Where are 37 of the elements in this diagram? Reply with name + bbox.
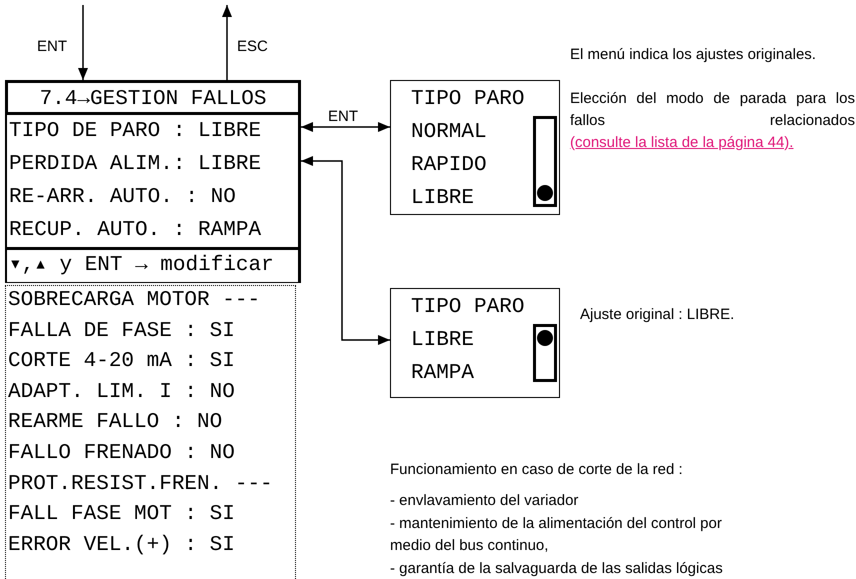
option-text: NORMAL [411, 120, 487, 146]
menu-row-text: REARME FALLO : NO [8, 410, 222, 436]
menu-row: TIPO DE PARO : LIBRE [5, 115, 301, 148]
arrow [301, 122, 390, 132]
note-text: Funcionamiento en caso de corte de la red : [390, 460, 684, 480]
menu-row-text: PROT.RESIST.FREN. --- [8, 472, 273, 498]
description-text: Elección del modo de parada para los fallos relacionados (consulte la lista de la página 44). [570, 89, 855, 153]
menu-row: PERDIDA ALIM.: LIBRE [5, 148, 301, 181]
option-text: LIBRE [411, 328, 474, 354]
arrow [222, 5, 232, 80]
note-text: - garantía de la salvaguarda de las salidas lógicas [390, 559, 724, 579]
note-text: - mantenimiento de la alimentación del control por medio del bus continuo, [390, 514, 723, 556]
popup-heading: TIPO PARO [411, 87, 524, 113]
note-text: El menú indica los ajustes originales. [570, 45, 817, 65]
option-text: LIBRE [411, 186, 474, 212]
arrow [301, 156, 390, 345]
menu-row: RECUP. AUTO. : RAMPA [5, 214, 301, 247]
option-popup-box [390, 288, 560, 398]
option-text: RAPIDO [411, 153, 487, 179]
page-reference-link: (consulte la lista de la página 44). [570, 134, 794, 151]
menu-row: RE-ARR. AUTO. : NO [5, 181, 301, 214]
option-text: RAMPA [411, 361, 474, 387]
menu-row-text: FALLA DE FASE : SI [8, 318, 235, 345]
menu-row-text: FALL FASE MOT : SI [8, 502, 235, 528]
popup-heading: TIPO PARO [411, 295, 524, 321]
menu-row-text: SOBRECARGA MOTOR --- [8, 288, 260, 314]
parameter-list-panel [5, 285, 296, 579]
note-text: - envlavamiento del variador [390, 491, 580, 511]
menu-row-text: ADAPT. LIM. I : NO [8, 380, 235, 406]
description-text: Ajuste original : LIBRE. [580, 305, 736, 325]
arrow [78, 5, 88, 80]
menu-title-bar: 7.4→GESTION FALLOS [5, 80, 301, 115]
instruction-bar: ▾,▴ y ENT → modificar [5, 247, 301, 283]
menu-row-text: ERROR VEL.(+) : SI [8, 532, 235, 559]
menu-row-text: CORTE 4-20 mA : SI [8, 349, 235, 376]
menu-row-text: FALLO FRENADO : NO [8, 440, 235, 467]
option-popup-box [390, 80, 560, 215]
